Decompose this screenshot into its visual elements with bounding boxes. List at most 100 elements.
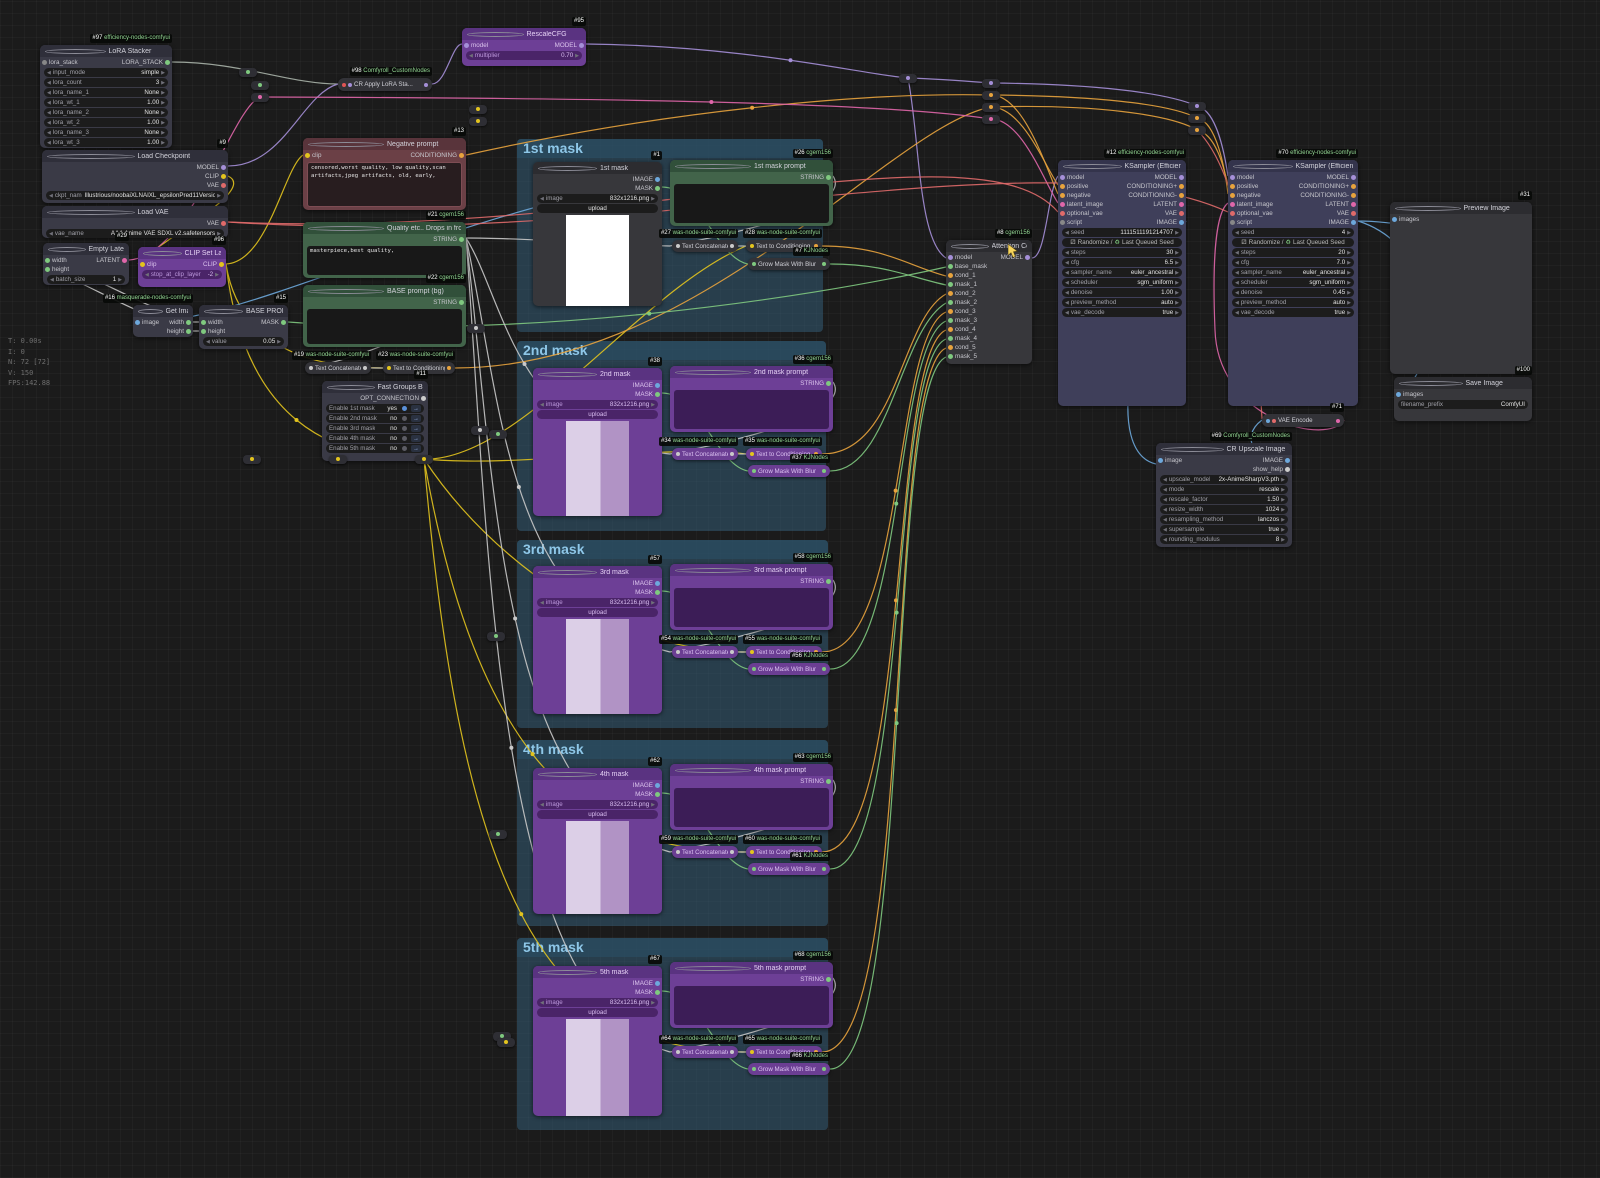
vae-encode[interactable]: VAE Encode [1262,414,1344,427]
input-dot[interactable] [140,262,145,267]
output-dot[interactable] [826,381,831,386]
input-slot[interactable]: height [201,328,225,335]
output-dot[interactable] [826,779,831,784]
output-dot[interactable] [826,977,831,982]
input-dot[interactable] [752,469,756,473]
output-slot[interactable]: IMAGE [1329,219,1356,226]
output-slot[interactable]: CONDITIONING- [1128,192,1184,199]
input-dot[interactable] [387,366,391,370]
input-dot[interactable] [1392,217,1397,222]
increment-arrow-icon[interactable]: ▶ [1281,526,1285,533]
output-dot[interactable] [1351,175,1356,180]
output-dot[interactable] [1025,255,1030,260]
grow-mask-with-blur-7[interactable]: Grow Mask With Blur [748,258,830,270]
node-header[interactable]: Save Image [1394,377,1532,389]
decrement-arrow-icon[interactable]: ◀ [1235,279,1239,286]
increment-arrow-icon[interactable]: ▶ [161,79,165,86]
output-slot[interactable]: width [169,319,191,326]
jump-arrow-icon[interactable]: → [411,415,421,422]
reroute-dot[interactable] [989,81,993,85]
input-dot[interactable] [948,345,953,350]
input-slot[interactable]: cond_5 [948,344,976,351]
output-slot[interactable]: IMAGE [633,980,660,987]
collapse-icon[interactable] [143,250,182,256]
reroute-node[interactable] [329,454,347,464]
output-dot[interactable] [1285,458,1290,463]
input-dot[interactable] [1060,202,1065,207]
toggle-dot[interactable] [402,426,407,431]
input-slot[interactable]: optional_vae [1060,210,1103,217]
collapse-icon[interactable] [675,767,751,773]
quality-prompt[interactable]: Quality etc.. Drops in front of each..ST… [303,222,466,278]
reroute-dot[interactable] [494,634,498,638]
reroute-dot[interactable] [1195,128,1199,132]
mask-3-prompt-text[interactable] [674,588,829,627]
output-slot[interactable]: STRING [800,976,831,983]
output-slot[interactable]: MASK [635,391,660,398]
node-header[interactable]: 1st mask [533,162,662,174]
reroute-node[interactable] [982,90,1000,100]
reroute-node[interactable] [469,104,487,114]
output-dot[interactable] [1179,175,1184,180]
reroute-dot[interactable] [989,93,993,97]
decrement-arrow-icon[interactable]: ◀ [540,801,544,808]
empty-latent-image[interactable]: Empty Latent ImagewidthLATENTheight◀batc… [43,243,129,285]
node-header[interactable]: 5th mask prompt [670,962,833,974]
increment-arrow-icon[interactable]: ▶ [1281,496,1285,503]
decrement-arrow-icon[interactable]: ◀ [1235,229,1239,236]
group-title[interactable]: 2nd mask [517,341,826,360]
decrement-arrow-icon[interactable]: ◀ [49,192,53,199]
increment-arrow-icon[interactable]: ▶ [651,401,655,408]
input-dot[interactable] [1266,418,1270,423]
reroute-dot[interactable] [478,428,482,432]
base-prompt-mask-weight[interactable]: BASE PROMPT mask weightwidthMASKheight◀v… [199,305,288,349]
input-dot[interactable] [676,452,680,456]
increment-arrow-icon[interactable]: ▶ [1347,259,1351,266]
output-dot[interactable] [1351,220,1356,225]
decrement-arrow-icon[interactable]: ◀ [47,109,51,116]
decrement-arrow-icon[interactable]: ◀ [1163,526,1167,533]
output-dot[interactable] [655,590,660,595]
increment-arrow-icon[interactable]: ▶ [1175,249,1179,256]
node-header[interactable]: BASE prompt (bg) [303,285,466,297]
reroute-dot[interactable] [496,832,500,836]
increment-arrow-icon[interactable]: ▶ [1281,486,1285,493]
decrement-arrow-icon[interactable]: ◀ [1065,289,1069,296]
input-dot[interactable] [1230,184,1235,189]
node-header[interactable]: CLIP Set Last Layer [138,247,226,259]
increment-arrow-icon[interactable]: ▶ [161,109,165,116]
output-slot[interactable]: VAE [1165,210,1184,217]
ksampler-70-seed-control-button[interactable]: ⚂ Randomize / ♻ Last Queued Seed [1232,238,1354,247]
collapse-icon[interactable] [1399,380,1463,386]
negative-prompt-text[interactable]: censored,worst quality, low quality,scan… [307,162,462,207]
output-slot[interactable]: MODEL [1155,174,1184,181]
output-slot[interactable]: CONDITIONING [410,152,464,159]
node-header[interactable]: 3rd mask prompt [670,564,833,576]
input-dot[interactable] [752,262,756,266]
collapse-icon[interactable] [138,308,163,314]
decrement-arrow-icon[interactable]: ◀ [1235,289,1239,296]
input-dot[interactable] [1060,211,1065,216]
reroute-node[interactable] [982,114,1000,124]
increment-arrow-icon[interactable]: ▶ [1281,516,1285,523]
output-dot[interactable] [730,244,734,248]
output-dot[interactable] [655,392,660,397]
output-dot[interactable] [221,183,226,188]
jump-arrow-icon[interactable]: → [411,435,421,442]
text-concatenate-19[interactable]: Text Concatenate [305,362,371,374]
toggle-dot[interactable] [402,436,407,441]
output-slot[interactable]: MODEL [197,164,226,171]
quality-prompt-text[interactable]: masterpiece,best quality, [307,246,462,275]
decrement-arrow-icon[interactable]: ◀ [50,276,54,283]
output-dot[interactable] [822,867,826,871]
